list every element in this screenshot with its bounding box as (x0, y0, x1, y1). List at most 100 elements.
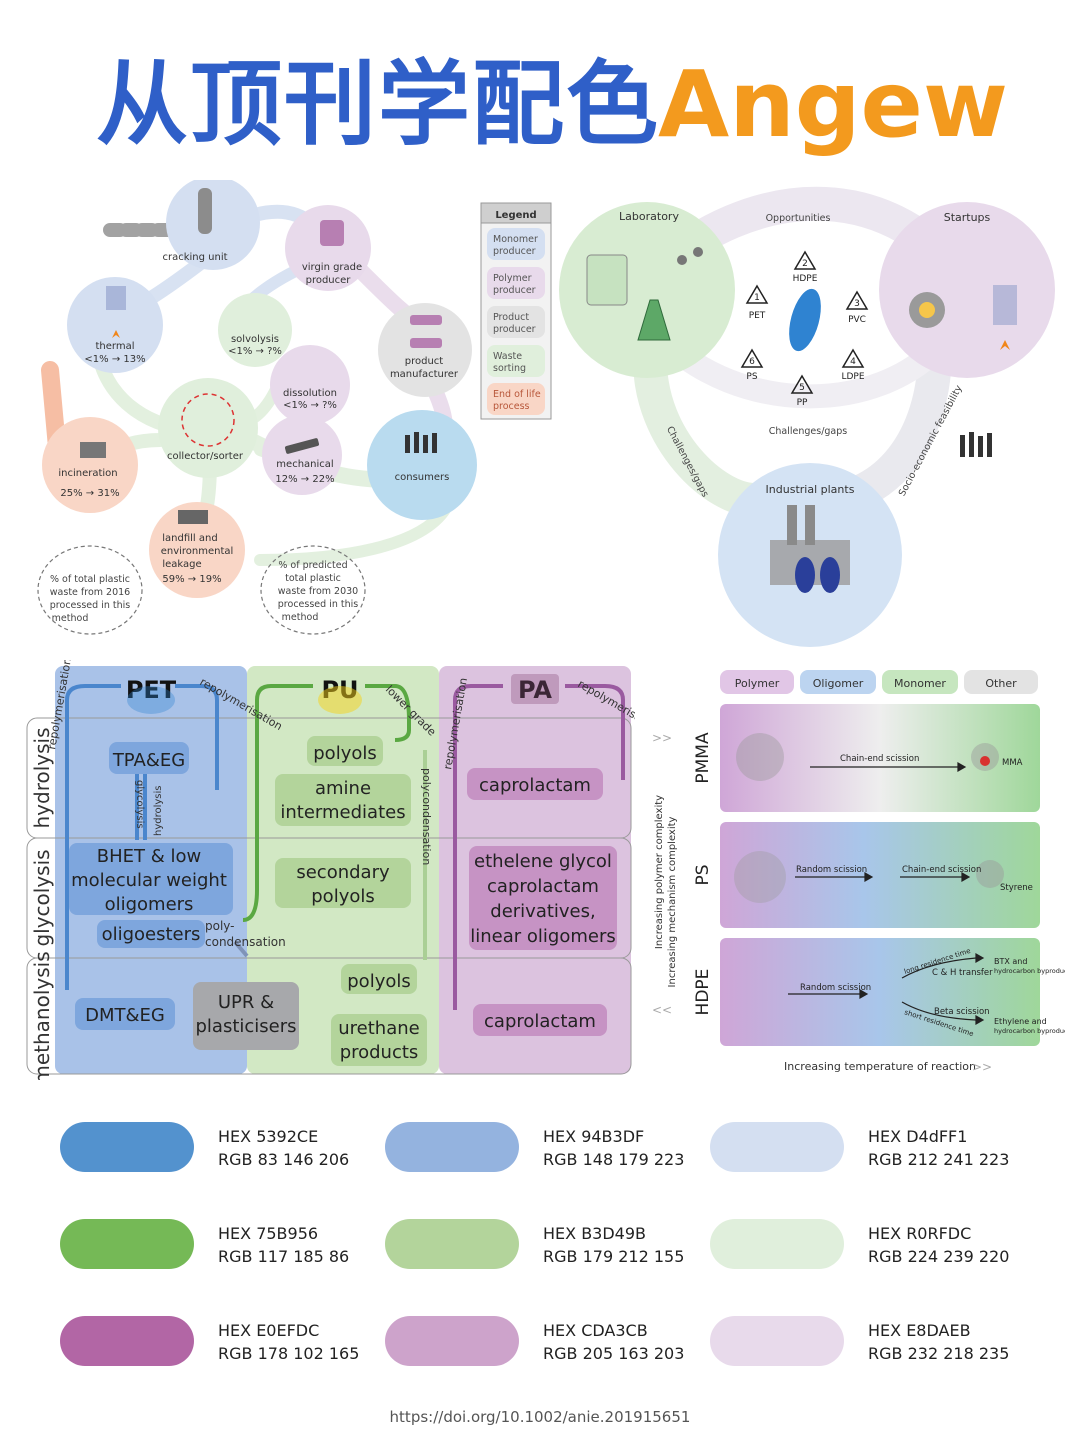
molecule-icon (677, 255, 687, 265)
startup-flame-icon (1000, 340, 1010, 350)
code-4-name: LDPE (841, 372, 864, 382)
cell-secondary (275, 858, 411, 908)
solvolysis-node (218, 293, 292, 367)
cell-ethelene (469, 846, 617, 950)
beaker-icon (586, 254, 628, 306)
label-startups: Startups (944, 211, 991, 224)
label-challenges-bottom: Challenges/gaps (769, 426, 848, 437)
page-title: 从顶刊学配色 (96, 51, 661, 158)
legend-waste-2: sorting (493, 363, 526, 374)
cell-upr-line1: UPR & (218, 992, 274, 1013)
swatch-4-rgb: RGB 117 185 86 (218, 1247, 350, 1266)
code-5-name: PP (797, 398, 808, 408)
legend-swatch-product (487, 306, 545, 338)
laboratory-node (559, 202, 735, 378)
label-product-1: product (405, 356, 444, 367)
cell-dmt (75, 998, 175, 1030)
swatch-5392ce (60, 1122, 194, 1172)
lightbulb-icon (919, 302, 935, 318)
bottle-icon (789, 288, 821, 352)
row-label-hdpe: HDPE (693, 969, 713, 1016)
swatch-5-rgb: RGB 179 212 155 (543, 1247, 685, 1266)
legend-monomer-1: Monomer (493, 234, 538, 245)
note2030-line1: % of predicted (278, 560, 347, 571)
code-3-name: PVC (848, 315, 866, 325)
label-landfill-3: leakage (162, 559, 201, 570)
label-btx: BTX and (994, 957, 1027, 966)
cell-oligoesters (97, 920, 205, 948)
legend-polymer-2: producer (493, 285, 536, 296)
legend-polymer-1: Polymer (493, 273, 532, 284)
axis-polymer-complexity: Increasing polymer complexity (654, 795, 665, 949)
label-polycondensation: polycondensation (420, 768, 433, 865)
swatch-6-rgb: RGB 224 239 220 (868, 1247, 1010, 1266)
process-table: hydrolysis glycolysis methanolysis PET P… (26, 660, 635, 1080)
collector-node (158, 378, 258, 478)
code-2-number: 2 (802, 259, 808, 269)
doi-link[interactable]: https://doi.org/10.1002/anie.201915651 (389, 1408, 691, 1426)
label-btx-byproducts: hydrocarbon byproducts (994, 967, 1065, 975)
label-opportunities: Opportunities (766, 213, 831, 224)
cell-bhet-line1: BHET & low (97, 846, 201, 867)
virgin-producer-icon (320, 220, 344, 246)
cell-upr (193, 982, 299, 1050)
note-2016 (37, 545, 143, 635)
truck-icon (178, 510, 208, 524)
reactor-icon (993, 285, 1017, 325)
label-beta-scission: Beta scission (934, 1007, 990, 1017)
manufacturer-icon (410, 315, 442, 325)
pet-repolym-right-arrow (175, 684, 219, 790)
plastic-cycle-diagram: cracking unit virgin grade producer ther… (37, 180, 552, 635)
molecule-icons (734, 733, 1004, 903)
scission-panel: Polymer Oligomer Monomer Other PMMA PS H… (652, 670, 1065, 1074)
product-node (378, 303, 472, 397)
label-pmma-scission: Chain-end scission (840, 754, 919, 764)
axis-mechanism-complexity: Increasing mechanism complexity (667, 816, 678, 987)
legend-endoflife-2: process (493, 401, 530, 412)
label-solvolysis: solvolysis (231, 334, 279, 345)
label-mma: MMA (1002, 758, 1023, 768)
note-2030 (260, 545, 366, 635)
legend-endoflife-1: End of life (493, 389, 541, 400)
page-subtitle: Angew (658, 51, 1008, 158)
swatch-8-rgb: RGB 205 163 203 (543, 1344, 685, 1363)
code-4-number: 4 (850, 357, 856, 367)
swatch-8-hex: HEX CDA3CB (543, 1321, 648, 1340)
row-label-glycolysis: glycolysis (30, 849, 54, 946)
label-landfill-2: environmental (161, 546, 234, 557)
swatch-b3d49b (385, 1219, 519, 1269)
note2016-line1: % of total plastic (50, 574, 130, 585)
label-condensation: condensation (205, 935, 286, 949)
label-incineration-value: 25% → 31% (60, 488, 119, 499)
code-3-number: 3 (854, 299, 860, 309)
legend-swatch-polymer (487, 267, 545, 299)
swatch-1-hex: HEX 5392CE (218, 1127, 319, 1146)
legend-monomer-text: Monomer (894, 677, 946, 690)
cell-amine-line2: intermediates (280, 802, 405, 823)
label-product-2: manufacturer (390, 369, 459, 380)
code-6-number: 6 (749, 357, 755, 367)
swatch-75b956 (60, 1219, 194, 1269)
swatch-9-hex: HEX E8DAEB (868, 1321, 971, 1340)
note2030-line2: total plastic (285, 573, 341, 584)
flame-icon (112, 330, 120, 338)
sorter-ring-icon (181, 393, 235, 447)
legend-polymer (720, 670, 794, 694)
axis-up-chevron-icon: >> (652, 731, 672, 745)
pu-sponge-icon (318, 686, 362, 714)
legend-swatch-endoflife (487, 383, 545, 415)
legend-oligomer-text: Oligomer (813, 677, 864, 690)
swatch-6-hex: HEX R0RFDC (868, 1224, 972, 1243)
swatch-2-hex: HEX 94B3DF (543, 1127, 645, 1146)
swatch-7-hex: HEX E0EFDC (218, 1321, 320, 1340)
pa-repolym-left-arrow (453, 684, 503, 1010)
label-ch-transfer: C & H transfer (932, 968, 993, 978)
label-consumers: consumers (395, 472, 450, 483)
virgin-node (285, 205, 371, 291)
row-label-methanolysis: methanolysis (30, 951, 54, 1080)
thermal-reactor-icon (106, 286, 126, 310)
cell-urethane-line1: urethane (338, 1018, 419, 1039)
swatch-3-rgb: RGB 212 241 223 (868, 1150, 1010, 1169)
column-header-pet: PET (126, 676, 177, 704)
cell-amine (275, 774, 411, 826)
